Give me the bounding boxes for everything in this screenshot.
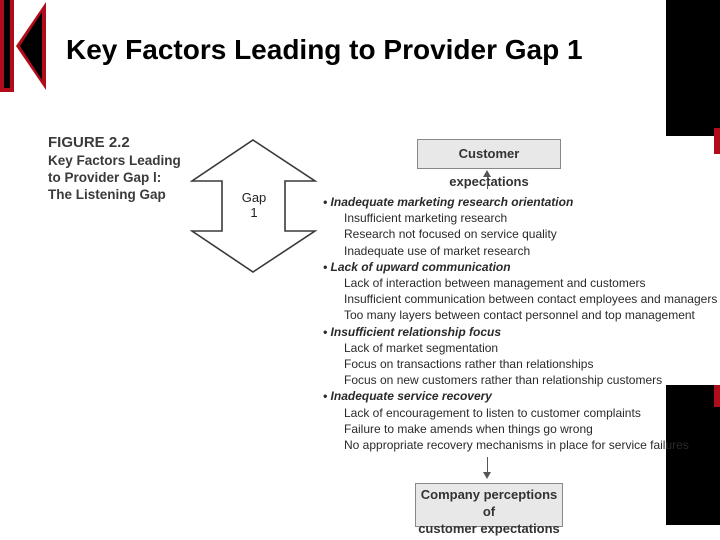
factor-item: Failure to make amends when things go wr… [344,421,593,436]
company-perceptions-line-2: customer expectations [418,521,560,536]
factor-group-service-recovery: • Inadequate service recovery Lack of en… [323,388,720,453]
slide-title: Key Factors Leading to Provider Gap 1 [66,34,583,65]
factor-heading: • Lack of upward communication [323,259,511,274]
figure-caption-line-2: to Provider Gap l: [48,170,162,185]
band-block-top [666,0,720,136]
company-perceptions-box: Company perceptions of customer expectat… [415,483,563,536]
factor-item: Insufficient marketing research [344,211,508,226]
factor-item: Research not focused on service quality [344,227,557,242]
arrow-up-to-expectations [483,170,491,177]
right-decorative-band [666,0,720,540]
gap-double-arrow [190,139,318,273]
figure-number: FIGURE 2.2 [48,134,130,151]
factor-group-relationship-focus: • Insufficient relationship focus Lack o… [323,324,720,389]
factor-heading: • Insufficient relationship focus [323,324,502,339]
customer-expectations-box: Customer expectations [417,139,561,189]
band-accent-bottom [714,385,720,407]
figure-caption-line-1: Key Factors Leading [48,153,181,168]
factor-item: Insufficient communication between conta… [344,292,718,307]
band-block-bottom [666,385,720,525]
band-accent-top [714,128,720,154]
figure-label: FIGURE 2.2 Key Factors Leading to Provid… [48,134,198,203]
connector-top-line [487,176,488,189]
factor-group-upward-communication: • Lack of upward communication Lack of i… [323,259,720,324]
gap-label: Gap 1 [232,190,276,220]
figure-caption-line-3: The Listening Gap [48,187,166,202]
factor-item: Lack of encouragement to listen to custo… [344,405,641,420]
factor-item: Focus on transactions rather than relati… [344,357,594,372]
arrow-down-to-perceptions [483,472,491,479]
factor-item: Focus on new customers rather than relat… [344,373,663,388]
gap-label-number: 1 [250,205,258,220]
key-factors-list: • Inadequate marketing research orientat… [323,194,720,453]
factor-item: Too many layers between contact personne… [344,308,695,323]
factor-item: Inadequate use of market research [344,243,531,258]
factor-group-research: • Inadequate marketing research orientat… [323,194,720,259]
gap-label-word: Gap [241,190,267,205]
factor-heading: • Inadequate marketing research orientat… [323,195,574,209]
brand-logo-k [0,0,46,92]
company-perceptions-line-1: Company perceptions of [420,487,558,519]
factor-heading: • Inadequate service recovery [323,389,492,404]
factor-item: Lack of market segmentation [344,340,499,355]
factor-item: Lack of interaction between management a… [344,276,646,291]
connector-bottom-line [487,457,488,473]
factor-item: No appropriate recovery mechanisms in pl… [344,438,689,453]
